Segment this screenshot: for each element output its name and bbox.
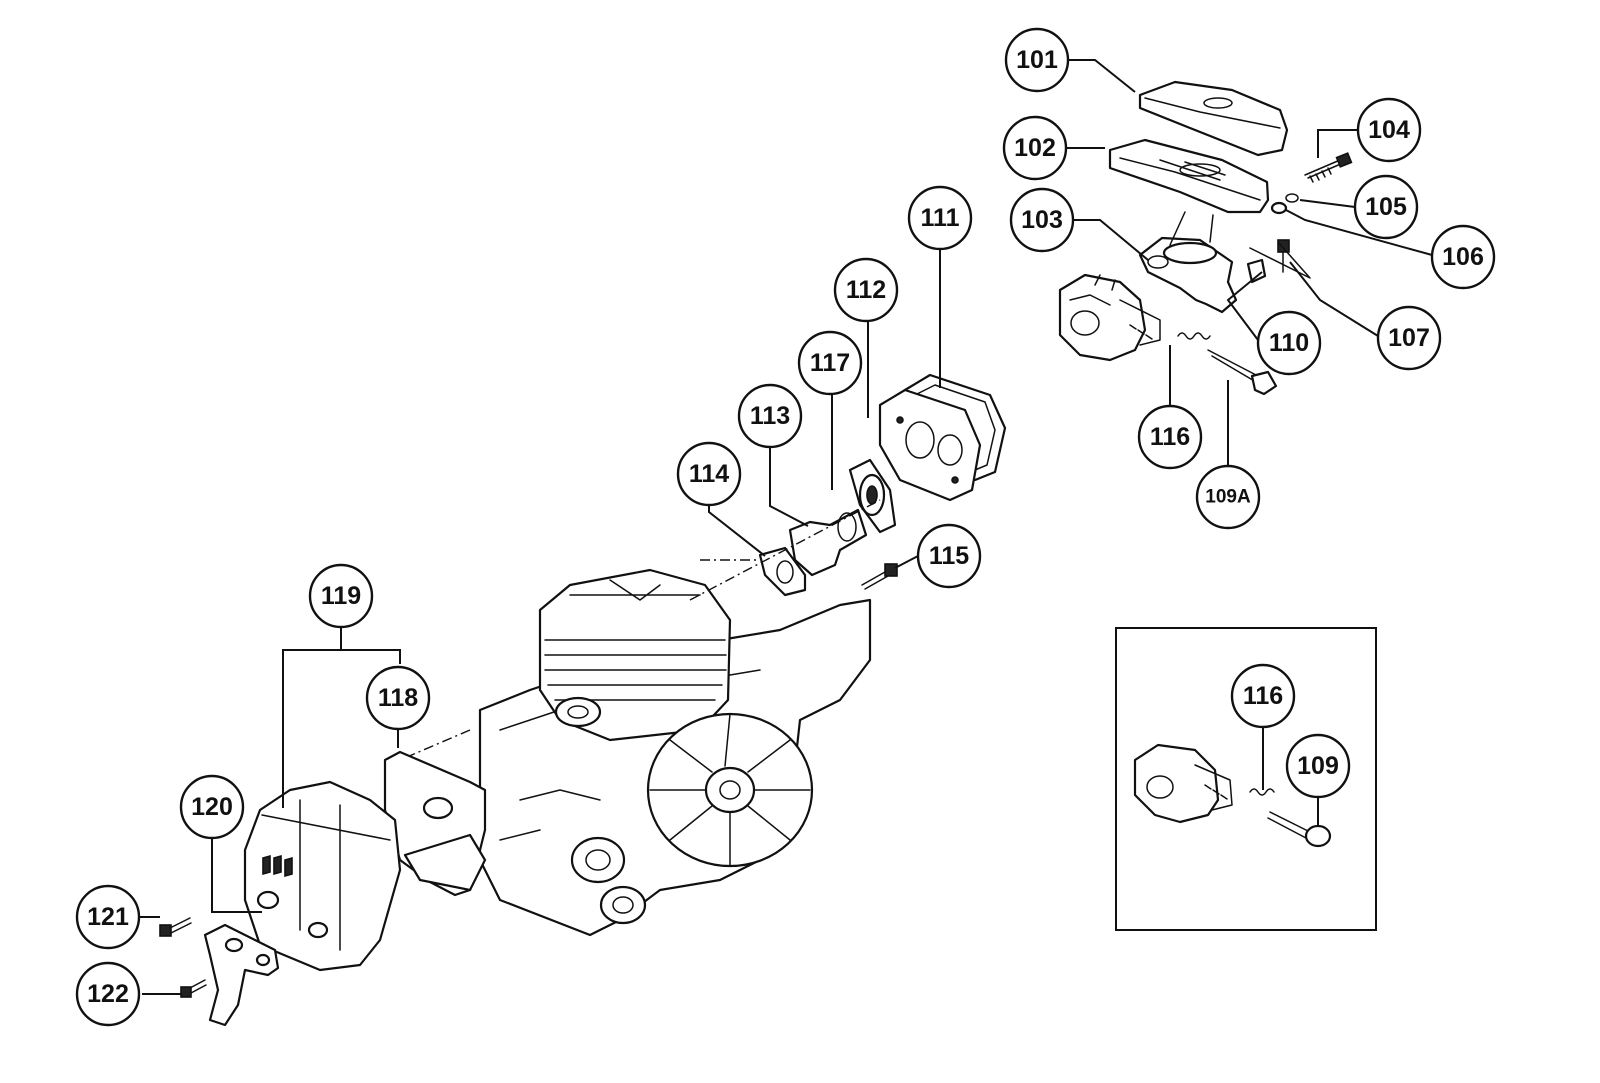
callout-115: 115 [916,523,982,589]
svg-text:104: 104 [1368,116,1410,144]
svg-text:111: 111 [921,204,960,232]
svg-text:106: 106 [1442,243,1484,271]
carburetor [1058,273,1161,362]
muffler-119 [243,780,402,972]
gasket-114 [758,546,807,597]
callout-106: 106 [1430,224,1496,290]
svg-text:103: 103 [1021,206,1063,234]
svg-text:102: 102 [1014,134,1056,162]
svg-text:115: 115 [929,542,969,570]
callout-104: 104 [1356,97,1422,163]
callout-103: 103 [1009,187,1075,253]
inset-carburetor [1133,743,1233,824]
lock-washer-105 [1285,193,1299,203]
screw-115 [861,563,898,590]
callout-112: 112 [833,257,899,323]
callout-113: 113 [737,383,803,449]
callout-119: 119 [308,563,374,629]
svg-text:109A: 109A [1205,487,1251,508]
callout-121: 121 [75,884,141,950]
svg-text:118: 118 [378,684,418,712]
callout-101: 101 [1004,27,1070,93]
svg-text:120: 120 [191,793,233,821]
svg-text:119: 119 [321,582,361,610]
screw-121 [159,917,192,937]
svg-text:107: 107 [1388,324,1430,352]
callout-116: 116 [1137,404,1203,470]
svg-text:109: 109 [1297,752,1339,780]
filter-base [1138,211,1238,314]
callout-inset-116: 116 [1230,663,1296,729]
callout-110: 110 [1256,310,1322,376]
exhaust-gasket-118 [383,750,487,897]
callout-117: 117 [797,330,863,396]
svg-text:116: 116 [1150,423,1190,451]
svg-text:122: 122 [87,980,129,1008]
cylinder [538,568,732,742]
leader-lines [140,59,1433,995]
screw-104 [1304,152,1353,183]
callout-105: 105 [1353,174,1419,240]
flange-117 [848,458,897,534]
air-filter [1108,138,1270,214]
air-filter-cover [1138,80,1289,157]
inset-frame [1115,627,1377,931]
svg-text:117: 117 [810,349,850,377]
svg-text:101: 101 [1016,46,1058,74]
svg-text:114: 114 [689,460,729,488]
svg-text:116: 116 [1243,682,1283,710]
callout-102: 102 [1002,115,1068,181]
callout-109a: 109A [1195,464,1261,530]
plate-112 [878,388,982,502]
inset-spring [1249,788,1275,796]
callout-114: 114 [676,441,742,507]
deflector-plate-120 [203,923,280,1027]
svg-text:105: 105 [1365,193,1407,221]
clip-110 [1246,241,1311,284]
callout-107: 107 [1376,305,1442,371]
spring-116 [1177,332,1211,340]
flywheel [646,712,814,868]
screw-122 [180,979,207,998]
inset-adjust-screw [1267,811,1332,848]
screw-107 [1277,239,1290,273]
svg-text:113: 113 [750,402,790,430]
intake-manifold-113 [788,508,868,577]
adjust-screw-109a [1207,349,1278,396]
svg-text:112: 112 [846,276,886,304]
svg-text:121: 121 [87,903,129,931]
svg-text:110: 110 [1269,329,1309,357]
crankcase-bearing [570,836,647,925]
callout-120: 120 [179,774,245,840]
washer-106 [1270,201,1288,215]
callout-118: 118 [365,665,431,731]
callout-inset-109: 109 [1285,733,1351,799]
callout-111: 111 [907,185,973,251]
callout-122: 122 [75,961,141,1027]
